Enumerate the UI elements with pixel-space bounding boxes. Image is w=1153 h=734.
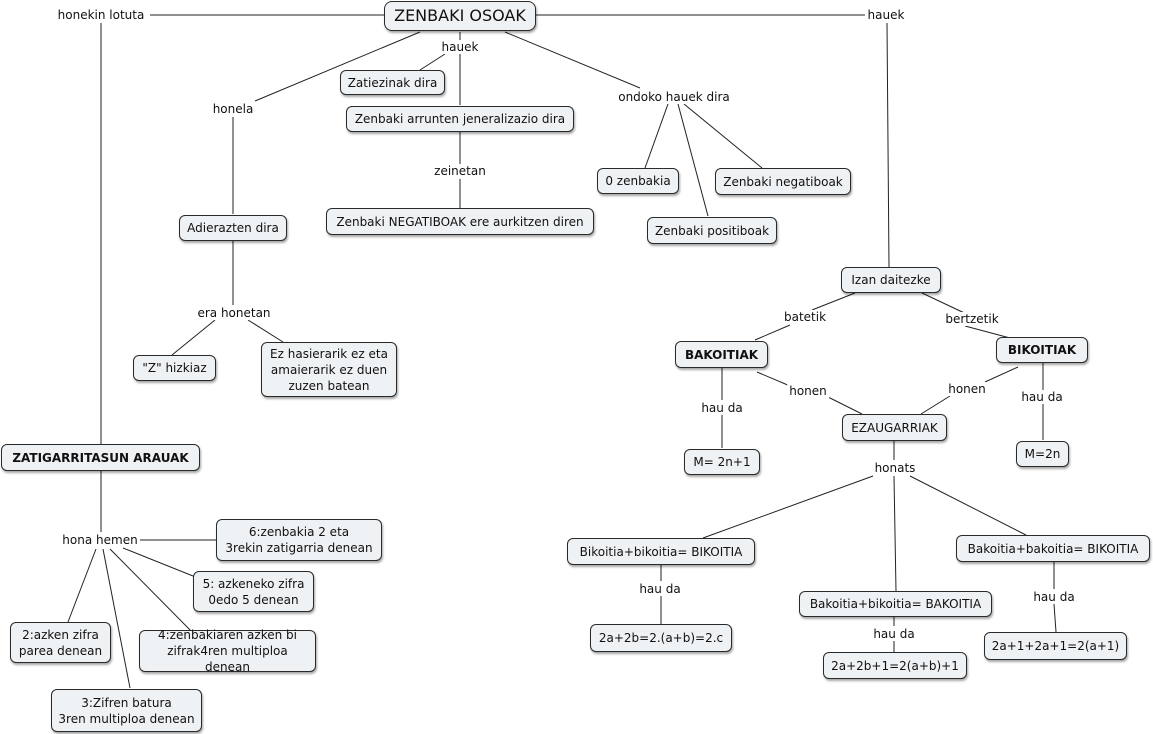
node-bakoitiak[interactable]: BAKOITIAK (675, 341, 768, 368)
node-zatiezinak[interactable]: Zatiezinak dira (340, 70, 445, 95)
node-bikoitiak[interactable]: BIKOITIAK (996, 337, 1088, 363)
label-hau-da-2: hau da (871, 627, 917, 641)
label-hauek-top: hauek (439, 40, 481, 54)
node-generalizazio[interactable]: Zenbaki arrunten jeneralizazio dira (346, 106, 574, 132)
node-adierazten[interactable]: Adierazten dira (179, 215, 287, 241)
node-zenbaki-positiboak[interactable]: Zenbaki positiboak (647, 217, 777, 244)
node-rule-2[interactable]: 2:azken zifra parea denean (10, 622, 111, 663)
node-bik-bik[interactable]: Bikoitia+bikoitia= BIKOITIA (567, 538, 755, 565)
label-honen-left: honen (787, 384, 829, 398)
label-bertzetik: bertzetik (943, 312, 1001, 326)
root-node[interactable]: ZENBAKI OSOAK (384, 1, 536, 31)
node-formula-2a2b1[interactable]: 2a+2b+1=2(a+b)+1 (823, 652, 967, 679)
label-hona-hemen: hona hemen (60, 533, 140, 547)
label-hau-da-1: hau da (637, 582, 683, 596)
label-hau-da-bakoitiak: hau da (699, 401, 745, 415)
label-hau-da-bikoitiak: hau da (1019, 390, 1065, 404)
label-ondoko: ondoko hauek dira (616, 90, 732, 104)
label-zeinetan: zeinetan (432, 164, 488, 178)
node-rule-5[interactable]: 5: azkeneko zifra 0edo 5 denean (193, 571, 314, 612)
node-izan-daitezke[interactable]: Izan daitezke (841, 267, 941, 293)
node-bak-bik[interactable]: Bakoitia+bikoitia= BAKOITIA (799, 591, 992, 617)
node-negatiboak-aurkitzen[interactable]: Zenbaki NEGATIBOAK ere aurkitzen diren (326, 208, 594, 235)
node-m-2n1[interactable]: M= 2n+1 (684, 449, 760, 475)
label-hauek-right: hauek (865, 8, 907, 22)
node-rule-6[interactable]: 6:zenbakia 2 eta 3rekin zatigarria denea… (216, 519, 382, 561)
node-zatigarritasun[interactable]: ZATIGARRITASUN ARAUAK (1, 444, 200, 471)
node-bak-bak[interactable]: Bakoitia+bakoitia= BIKOITIA (956, 535, 1150, 562)
node-formula-2a1[interactable]: 2a+1+2a+1=2(a+1) (984, 632, 1127, 660)
label-era-honetan: era honetan (195, 306, 273, 320)
node-ez-hasierarik[interactable]: Ez hasierarik ez eta amaierarik ez duen … (261, 342, 397, 397)
node-ezaugarriak[interactable]: EZAUGARRIAK (842, 414, 947, 441)
label-honats: honats (872, 461, 918, 475)
label-hau-da-3: hau da (1031, 590, 1077, 604)
node-formula-2a2b[interactable]: 2a+2b=2.(a+b)=2.c (590, 624, 732, 652)
label-honela: honela (210, 102, 256, 116)
node-zenbaki-negatiboak[interactable]: Zenbaki negatiboak (715, 168, 851, 195)
node-zero-zenbakia[interactable]: 0 zenbakia (597, 168, 679, 194)
node-rule-4[interactable]: 4:zenbakiaren azken bi zifrak4ren multip… (139, 628, 316, 674)
label-honen-right: honen (946, 382, 988, 396)
node-z-hizkiaz[interactable]: "Z" hizkiaz (133, 355, 216, 381)
label-batetik: batetik (781, 310, 829, 324)
node-rule-3[interactable]: 3:Zifren batura 3ren multiploa denean (51, 689, 202, 732)
label-honekin-lotuta: honekin lotuta (55, 8, 147, 22)
node-m-2n[interactable]: M=2n (1016, 441, 1069, 467)
